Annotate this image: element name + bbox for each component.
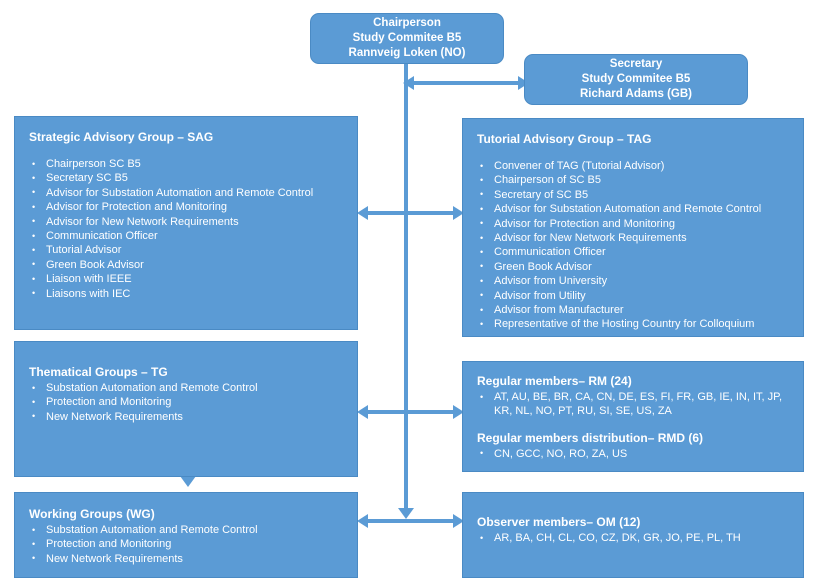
- sag-box[interactable]: Strategic Advisory Group – SAG Chairpers…: [14, 116, 358, 330]
- chairperson-box[interactable]: Chairperson Study Commitee B5 Rannveig L…: [310, 13, 504, 64]
- wg-box[interactable]: Working Groups (WG) Substation Automatio…: [14, 492, 358, 578]
- connector-chairperson-spine: [404, 63, 408, 515]
- list-item: Advisor for Substation Automation and Re…: [477, 202, 803, 217]
- secretary-box[interactable]: Secretary Study Commitee B5 Richard Adam…: [524, 54, 748, 105]
- connector-tg-wg-arrowhead: [180, 476, 196, 487]
- tag-box[interactable]: Tutorial Advisory Group – TAG Convener o…: [462, 118, 804, 337]
- list-item: Liaison with IEEE: [29, 272, 357, 287]
- rm-list: AT, AU, BE, BR, CA, CN, DE, ES, FI, FR, …: [477, 390, 789, 419]
- list-item: Liaisons with IEC: [29, 286, 357, 301]
- connector-wg-om-arrow-left: [357, 514, 368, 528]
- list-item: Advisor for New Network Requirements: [29, 214, 357, 229]
- sag-list: Chairperson SC B5 Secretary SC B5 Adviso…: [29, 156, 357, 301]
- secretary-person: Richard Adams (GB): [579, 88, 693, 100]
- list-item: AR, BA, CH, CL, CO, CZ, DK, GR, JO, PE, …: [477, 530, 789, 545]
- connector-tg-rm-arrow-left: [357, 405, 368, 419]
- connector-chair-secretary-arrow-right: [518, 76, 529, 90]
- connector-chairperson-spine-arrowhead: [398, 508, 414, 519]
- connector-chair-secretary-line: [412, 81, 522, 85]
- list-item: Advisor from Manufacturer: [477, 303, 803, 318]
- chairperson-committee: Study Commitee B5: [352, 32, 462, 44]
- list-item: Protection and Monitoring: [29, 395, 357, 410]
- connector-tg-rm-line: [367, 410, 457, 414]
- list-item: Advisor for New Network Requirements: [477, 231, 803, 246]
- om-title: Observer members– OM (12): [477, 515, 641, 529]
- om-box[interactable]: Observer members– OM (12) AR, BA, CH, CL…: [462, 492, 804, 578]
- connector-wg-om-arrow-right: [453, 514, 464, 528]
- list-item: Protection and Monitoring: [29, 537, 357, 552]
- list-item: CN, GCC, NO, RO, ZA, US: [477, 446, 789, 461]
- rm-box[interactable]: Regular members– RM (24) AT, AU, BE, BR,…: [462, 361, 804, 472]
- list-item: Communication Officer: [477, 245, 803, 260]
- list-item: Tutorial Advisor: [29, 243, 357, 258]
- connector-sag-tag-arrow-left: [357, 206, 368, 220]
- list-item: Secretary of SC B5: [477, 187, 803, 202]
- tag-title: Tutorial Advisory Group – TAG: [477, 132, 652, 146]
- rmd-title: Regular members distribution– RMD (6): [477, 430, 704, 445]
- wg-list: Substation Automation and Remote Control…: [29, 522, 357, 566]
- list-item: New Network Requirements: [29, 409, 357, 424]
- chairperson-person: Rannveig Loken (NO): [348, 47, 466, 59]
- list-item: Advisor from Utility: [477, 288, 803, 303]
- tag-list: Convener of TAG (Tutorial Advisor) Chair…: [477, 158, 803, 332]
- tg-box[interactable]: Thematical Groups – TG Substation Automa…: [14, 341, 358, 477]
- connector-sag-tag-arrow-right: [453, 206, 464, 220]
- list-item: Advisor for Protection and Monitoring: [477, 216, 803, 231]
- list-item: Green Book Advisor: [477, 259, 803, 274]
- list-item: Communication Officer: [29, 229, 357, 244]
- list-item: Green Book Advisor: [29, 257, 357, 272]
- chairperson-role: Chairperson: [373, 17, 441, 29]
- list-item: Substation Automation and Remote Control: [29, 380, 357, 395]
- rmd-list: CN, GCC, NO, RO, ZA, US: [477, 446, 789, 461]
- list-item: Advisor from University: [477, 274, 803, 289]
- tg-title: Thematical Groups – TG: [29, 365, 168, 379]
- list-item: New Network Requirements: [29, 551, 357, 566]
- om-list: AR, BA, CH, CL, CO, CZ, DK, GR, JO, PE, …: [477, 530, 789, 545]
- connector-tg-rm-arrow-right: [453, 405, 464, 419]
- list-item: Advisor for Substation Automation and Re…: [29, 185, 357, 200]
- connector-chair-secretary-arrow-left: [403, 76, 414, 90]
- list-item: Substation Automation and Remote Control: [29, 522, 357, 537]
- connector-wg-om-line: [367, 519, 457, 523]
- sag-title: Strategic Advisory Group – SAG: [29, 130, 214, 144]
- rm-title: Regular members– RM (24): [477, 374, 632, 388]
- tg-list: Substation Automation and Remote Control…: [29, 380, 357, 424]
- list-item: AT, AU, BE, BR, CA, CN, DE, ES, FI, FR, …: [477, 390, 789, 419]
- secretary-committee: Study Commitee B5: [581, 73, 691, 85]
- list-item: Advisor for Protection and Monitoring: [29, 200, 357, 215]
- list-item: Convener of TAG (Tutorial Advisor): [477, 158, 803, 173]
- list-item: Chairperson SC B5: [29, 156, 357, 171]
- list-item: Secretary SC B5: [29, 171, 357, 186]
- wg-title: Working Groups (WG): [29, 507, 155, 521]
- connector-sag-tag-line: [367, 211, 457, 215]
- secretary-role: Secretary: [609, 58, 663, 70]
- list-item: Chairperson of SC B5: [477, 173, 803, 188]
- list-item: Representative of the Hosting Country fo…: [477, 317, 803, 332]
